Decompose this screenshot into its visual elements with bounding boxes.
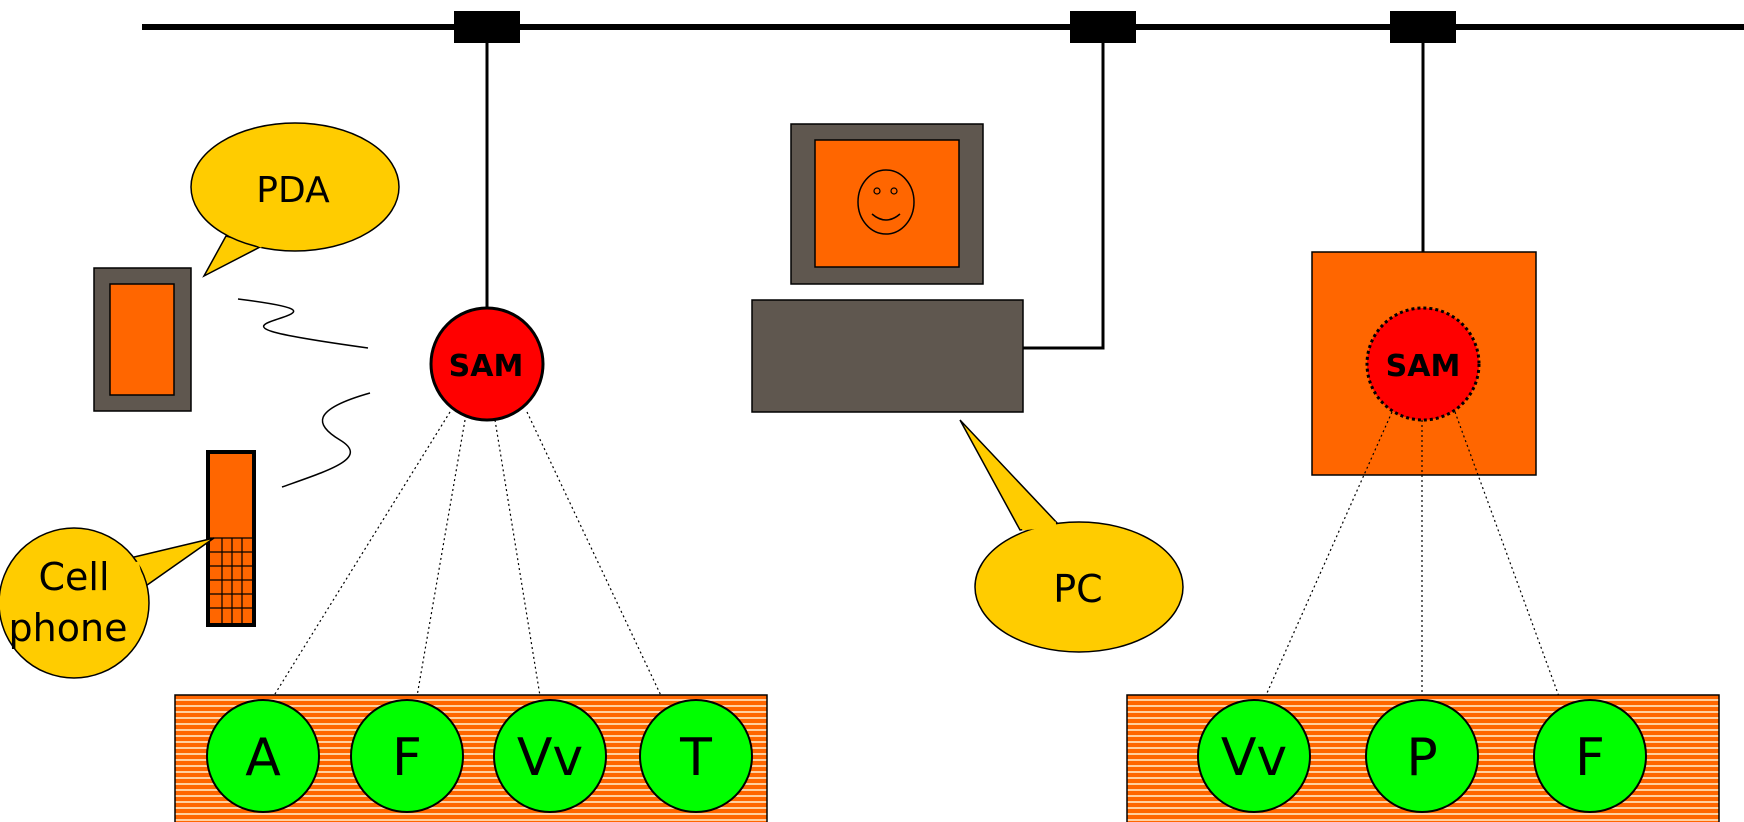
- left-component-2: [493, 699, 607, 813]
- sam-left-links: [269, 411, 665, 703]
- pda-callout: PDA: [190, 122, 400, 278]
- cell-phone-callout: Cell phone: [0, 527, 215, 679]
- bus-connector-right: [1390, 11, 1456, 43]
- sam-right-links: [1262, 411, 1562, 703]
- right-component-2: [1533, 699, 1647, 813]
- sam-node-right: SAM: [1365, 306, 1481, 422]
- wireless-signal-phone: [281, 392, 371, 488]
- right-component-label-1: P: [1406, 728, 1437, 788]
- left-component-3: [639, 699, 753, 813]
- sam-right-label: SAM: [1386, 349, 1461, 384]
- cell-phone-label-line2: phone: [9, 606, 128, 650]
- right-components: Vv P F: [1197, 699, 1647, 813]
- left-component-label-2: Vv: [517, 728, 583, 788]
- pc-monitor: [790, 123, 984, 285]
- drop-line-pc: [1023, 43, 1105, 350]
- wireless-signal-pda: [237, 298, 369, 349]
- pda-device: [93, 267, 192, 412]
- right-component-0: [1197, 699, 1311, 813]
- left-component-0: [206, 699, 320, 813]
- left-components: A F Vv T: [206, 699, 753, 813]
- right-component-label-0: Vv: [1221, 728, 1287, 788]
- sam-left-label: SAM: [449, 349, 524, 384]
- left-component-1: [350, 699, 464, 813]
- pda-label: PDA: [256, 170, 330, 211]
- bus-connector-left: [454, 11, 520, 43]
- bus-connector-middle: [1070, 11, 1136, 43]
- right-component-1: [1365, 699, 1479, 813]
- cell-phone-label-line1: Cell: [38, 555, 109, 599]
- sam-node-left: SAM: [429, 306, 545, 422]
- left-component-label-3: T: [679, 728, 712, 788]
- pc-callout: PC: [959, 419, 1184, 653]
- left-component-label-1: F: [392, 728, 422, 788]
- pc-label: PC: [1053, 567, 1102, 611]
- right-component-label-2: F: [1575, 728, 1605, 788]
- cell-phone-device: [206, 450, 256, 627]
- smiley-face-icon: [857, 169, 915, 235]
- pc-base-unit: [751, 299, 1024, 413]
- left-component-label-0: A: [245, 728, 281, 788]
